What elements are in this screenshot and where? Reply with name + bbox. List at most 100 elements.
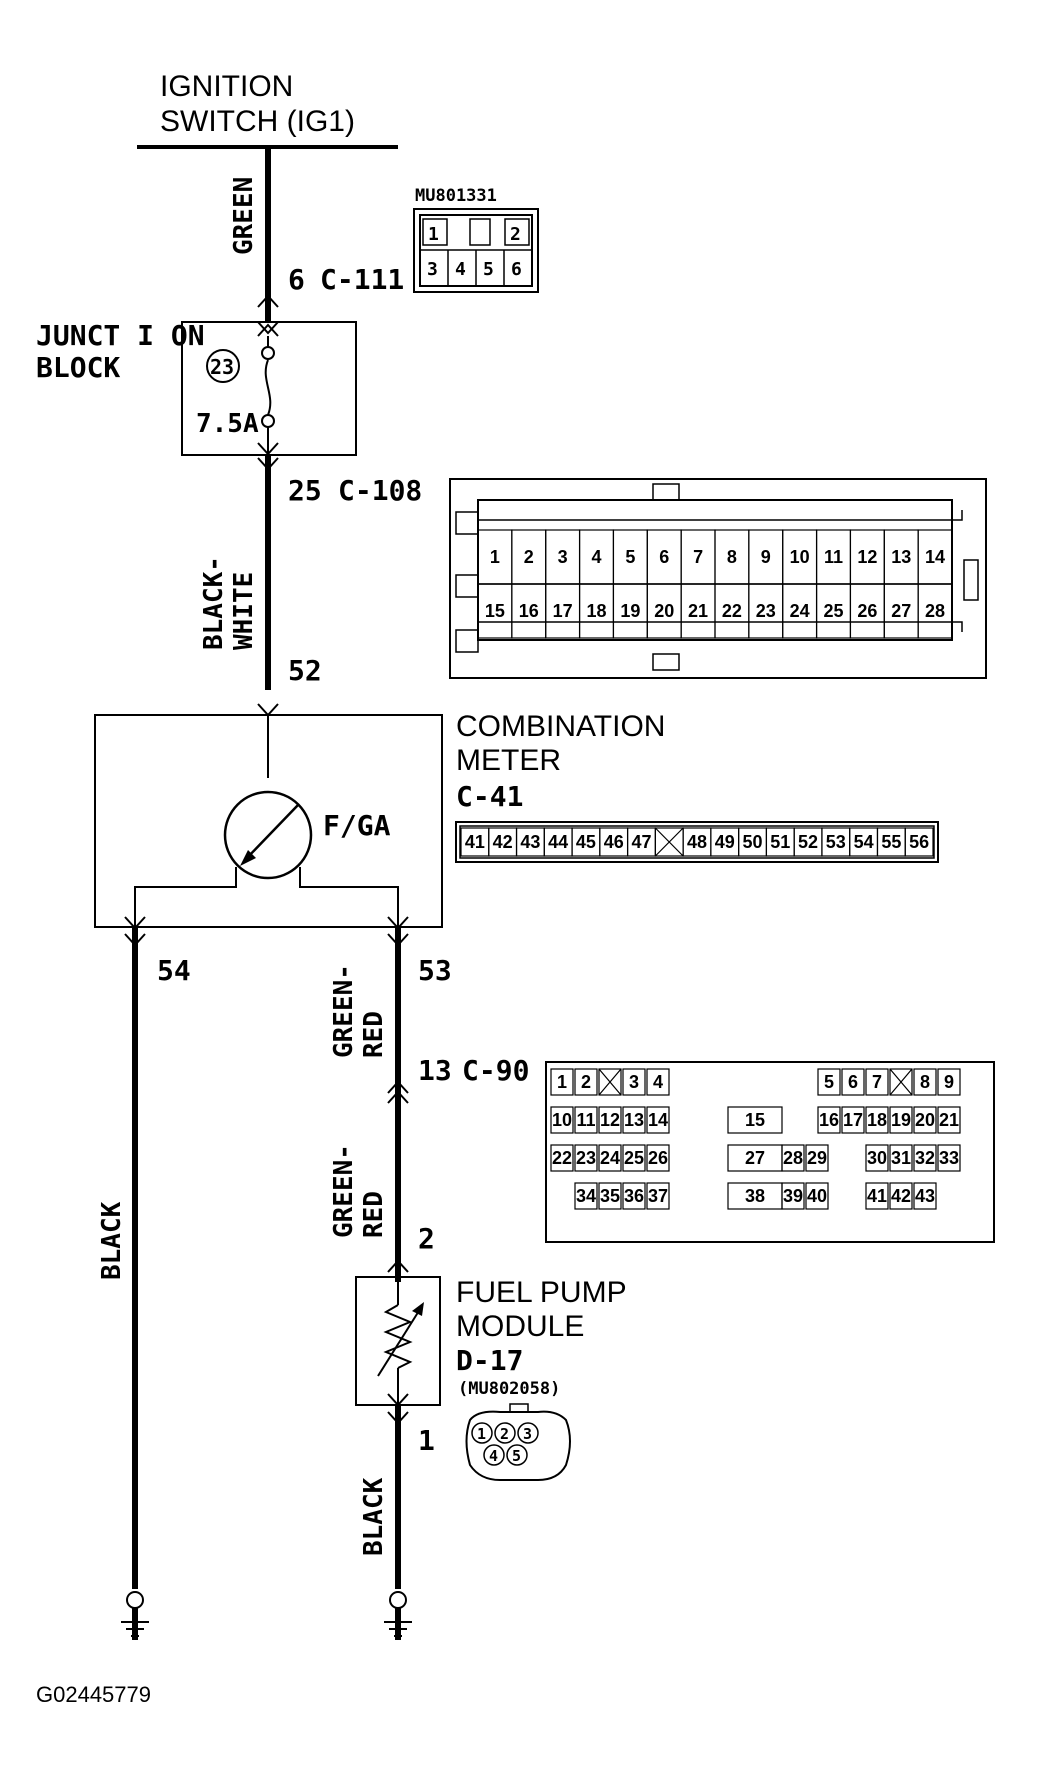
c90-pin-25: 25 — [624, 1148, 644, 1168]
c90-pin-29-cell — [805, 1144, 829, 1172]
c41-pin-46: 46 — [604, 832, 624, 852]
c90-pin-22: 22 — [552, 1148, 572, 1168]
c90-pin-43-cell — [913, 1182, 937, 1210]
c41-pin-42: 42 — [493, 832, 513, 852]
c90-pin-9: 9 — [944, 1072, 954, 1092]
c108-pin-6: 6 — [659, 547, 669, 567]
c108-pin-4: 4 — [591, 547, 601, 567]
c90-pin-2: 2 — [581, 1072, 591, 1092]
c90-pin-34: 34 — [576, 1186, 596, 1206]
c108-pin-14: 14 — [925, 547, 945, 567]
c90-pin-38: 38 — [745, 1186, 765, 1206]
connector-arrow — [257, 294, 279, 308]
c90-pin-13: 13 — [624, 1110, 644, 1130]
connector-arrow — [124, 933, 146, 947]
c108-pin-5: 5 — [625, 547, 635, 567]
c90-pin-42-cell — [889, 1182, 913, 1210]
c108-pin-15: 15 — [485, 601, 505, 621]
connector-c90-label: C-90 — [462, 1054, 529, 1087]
c90-pin-13-cell — [622, 1106, 646, 1134]
blank-pin-cross — [598, 1068, 622, 1096]
c90-pin-16-cell — [817, 1106, 841, 1134]
terminal-13: 13 — [418, 1054, 452, 1087]
connector-arrow — [387, 1080, 409, 1094]
c108-pin-28-cell — [917, 583, 953, 639]
c41-pin-43: 43 — [520, 832, 540, 852]
c108-pin-25: 25 — [823, 601, 843, 621]
connector-arrow — [387, 933, 409, 947]
blank-pin-cross — [654, 827, 684, 857]
combination-meter-name-2: METER — [456, 744, 561, 777]
c90-pin-9-cell — [937, 1068, 961, 1096]
c90-pin-32: 32 — [915, 1148, 935, 1168]
d17-pin-3: 3 — [523, 1425, 532, 1443]
c108-pin-3: 3 — [558, 547, 568, 567]
connector-c108-label: C-108 — [338, 474, 422, 507]
c41-pin-44: 44 — [548, 832, 568, 852]
fuse-terminal — [261, 414, 275, 428]
c108-pin-22: 22 — [722, 601, 742, 621]
wire-label-green-red-b1: GREEN- — [329, 1144, 359, 1238]
c90-pin-28: 28 — [783, 1148, 803, 1168]
fuse-rating: 7.5A — [196, 409, 259, 439]
c90-pin-36-cell — [622, 1182, 646, 1210]
c90-pin-1-cell — [550, 1068, 574, 1096]
c90-pin-43: 43 — [915, 1186, 935, 1206]
c108-pin-11: 11 — [824, 547, 843, 567]
junction-block-label-2: BLOCK — [36, 351, 120, 384]
c90-pin-41: 41 — [867, 1186, 887, 1206]
d17-pin-5: 5 — [512, 1447, 521, 1465]
c41-pin-45: 45 — [576, 832, 596, 852]
c90-pin-22-cell — [550, 1144, 574, 1172]
c108-pin-28: 28 — [925, 601, 945, 621]
variable-resistor-arrow — [377, 1305, 423, 1377]
c90-pin-24-cell — [598, 1144, 622, 1172]
c90-pin-12-cell — [598, 1106, 622, 1134]
c90-pin-30: 30 — [867, 1148, 887, 1168]
c90-pin-10-cell — [550, 1106, 574, 1134]
c90-pin-33: 33 — [939, 1148, 959, 1168]
c111-pin-3: 3 — [427, 259, 438, 280]
gauge-label: F/GA — [323, 809, 391, 842]
c108-pin-1: 1 — [490, 547, 500, 567]
c90-pin-32-cell — [913, 1144, 937, 1172]
c108-pin-23: 23 — [756, 601, 776, 621]
c90-pin-3-cell — [622, 1068, 646, 1096]
c41-pin-53: 53 — [826, 832, 846, 852]
terminal-25: 25 — [288, 474, 322, 507]
c108-pin-9: 9 — [761, 547, 771, 567]
c90-pin-28-cell — [781, 1144, 805, 1172]
terminal-2: 2 — [418, 1222, 435, 1255]
connector-arrow — [257, 703, 279, 717]
c90-pin-39-cell — [781, 1182, 805, 1210]
c90-pin-19: 19 — [891, 1110, 911, 1130]
c90-pin-40-cell — [805, 1182, 829, 1210]
c90-pin-17: 17 — [843, 1110, 863, 1130]
c108-pin-20: 20 — [654, 601, 674, 621]
c41-pin-52: 52 — [798, 832, 818, 852]
c111-pin-5: 5 — [483, 259, 494, 280]
c90-pin-35-cell — [598, 1182, 622, 1210]
variable-resistor-arrowhead — [412, 1302, 424, 1316]
connector-arrow — [387, 1090, 409, 1104]
c41-pin-50: 50 — [743, 832, 763, 852]
combination-meter-name-1: COMBINATION — [456, 710, 665, 743]
ground-right-icon — [384, 1589, 412, 1637]
c90-pin-40: 40 — [807, 1186, 827, 1206]
c90-pin-41-cell — [865, 1182, 889, 1210]
c111-pin-4: 4 — [455, 259, 466, 280]
c90-pin-39: 39 — [783, 1186, 803, 1206]
c90-pin-6: 6 — [848, 1072, 858, 1092]
c90-pin-26-cell — [646, 1144, 670, 1172]
c108-pin-13: 13 — [891, 547, 911, 567]
wire-label-green-red-a1: GREEN- — [329, 964, 359, 1058]
c108-pin-10: 10 — [790, 547, 810, 567]
c41-pin-49: 49 — [715, 832, 735, 852]
ignition-switch-label-2: SWITCH (IG1) — [160, 105, 355, 138]
c90-pin-11-cell — [574, 1106, 598, 1134]
c108-pin-27: 27 — [891, 601, 911, 621]
c90-pin-15-cell — [727, 1106, 783, 1134]
fuel-pump-name-2: MODULE — [456, 1310, 584, 1343]
